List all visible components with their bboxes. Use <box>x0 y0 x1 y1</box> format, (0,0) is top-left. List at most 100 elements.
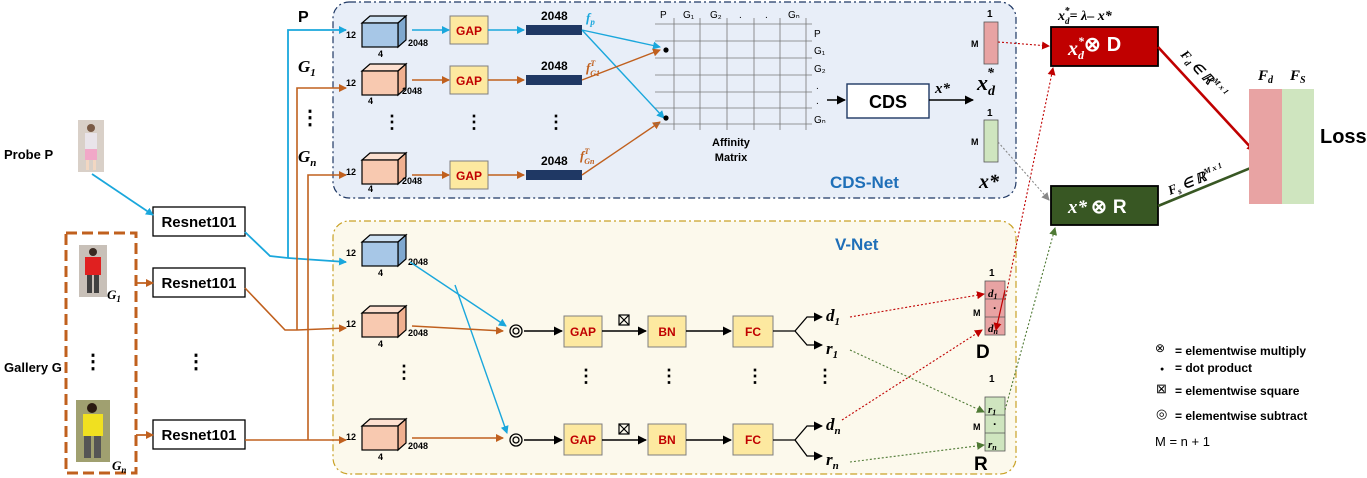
matrix-dot-1 <box>663 47 669 53</box>
matrix-title-1: Affinity <box>712 137 751 149</box>
r-vector-m: M <box>973 422 981 432</box>
gallery-image-n <box>76 400 110 462</box>
rvector-to-greenbox-arrow <box>1004 227 1058 411</box>
cds-tensor-g1 <box>360 62 408 97</box>
cds-box-label: CDS <box>869 92 907 112</box>
legend-symbol-subtract: ◎ <box>1156 406 1167 421</box>
vnet-tensor-g1-h: 12 <box>346 319 356 329</box>
vnet-gap-1 <box>563 315 603 348</box>
feature-label-fp: fp <box>586 10 595 27</box>
vnet-out-vdots: ⋮ <box>816 366 834 386</box>
r1-to-rvector-arrow <box>849 349 985 413</box>
probe-to-cds-arrow <box>287 26 347 258</box>
resnet-vdots: ⋮ <box>186 351 206 373</box>
cds-gap-g1-label: GAP <box>456 74 482 88</box>
resnet-probe <box>152 206 246 237</box>
r-vector-dot: · <box>993 417 997 431</box>
xd-vector-m: M <box>971 39 979 49</box>
cds-tensor-g1-h: 12 <box>346 78 356 88</box>
r1-label: r1 <box>826 339 838 361</box>
cds-tensor-gn <box>360 151 408 186</box>
matrix-row-dot1: . <box>816 81 819 92</box>
d-vector-dot: · <box>993 301 997 315</box>
xstar-vector-m: M <box>971 137 979 147</box>
resnet-g1-label: Resnet101 <box>161 275 236 292</box>
vnet-tensor-gn <box>360 417 408 452</box>
feature-bar-p <box>526 25 582 35</box>
cds-gap-p <box>449 15 489 45</box>
g1-to-cds-arrow <box>296 84 347 330</box>
xd-times-d-box <box>1050 26 1159 67</box>
d1-to-dvector-arrow <box>849 291 985 318</box>
feature-dim-g1: 2048 <box>541 59 568 73</box>
gallery-gn-label: Gn <box>112 458 126 475</box>
loss-label: Loss <box>1320 126 1367 148</box>
g1-trunk <box>244 287 297 331</box>
cds-gap-gn <box>449 160 489 190</box>
probe-trunk <box>244 231 289 259</box>
affinity-matrix <box>655 18 812 130</box>
feature-dim-p: 2048 <box>541 9 568 23</box>
xd-vector-label: xd* <box>976 66 996 99</box>
vnet-tensor-gn-w: 4 <box>378 452 383 462</box>
vnet-bn-1 <box>647 315 687 348</box>
subtract-op-1 <box>509 324 523 338</box>
vnet-fc-n-label: FC <box>745 433 761 447</box>
matrix-title-2: Matrix <box>715 152 748 164</box>
vnet-tensor-p-h: 12 <box>346 248 356 258</box>
square-op-1 <box>618 314 630 326</box>
legend-text-subtract: = elementwise subtract <box>1175 409 1307 423</box>
legend-symbol-square: ⊠ <box>1156 381 1167 396</box>
dvector-inner-arrow <box>993 289 1006 331</box>
vnet-tensor-vdots: ⋮ <box>395 362 413 382</box>
probe-label: Probe P <box>4 147 53 162</box>
fg1-to-matrix-arrow <box>581 48 661 81</box>
gallery-image-1 <box>79 245 107 297</box>
xd-vector <box>983 21 999 65</box>
d-vector-one: 1 <box>989 268 995 279</box>
matrix-col-dot2: . <box>765 10 768 21</box>
branch-p-label: P <box>298 9 309 26</box>
vnet-tensor-g1-c: 2048 <box>408 328 428 338</box>
xstar-times-r-label: x*⊗R <box>1067 197 1127 218</box>
matrix-row-g2: G₂ <box>814 64 826 75</box>
cds-box <box>846 83 930 119</box>
xstar-times-r-box <box>1050 185 1159 226</box>
vnet-tensor-p-w: 4 <box>378 268 383 278</box>
cds-tensor-gn-w: 4 <box>368 184 373 194</box>
legend-symbol-dot: ● <box>1160 366 1164 373</box>
xstar-vector-label: x* <box>978 171 1000 193</box>
vnet-fc-1-label: FC <box>745 325 761 339</box>
vnet-tensor-g1 <box>360 304 408 339</box>
cds-tensor-p-w: 4 <box>378 49 383 59</box>
matrix-row-dot2: . <box>816 96 819 107</box>
fs-bar-label: FS <box>1289 68 1306 86</box>
fc1-to-d1-arrow <box>794 312 823 332</box>
cds-tensor-vdots: ⋮ <box>383 112 401 132</box>
vnet-tensor-g1-w: 4 <box>378 339 383 349</box>
vnet-tensor-gn-c: 2048 <box>408 441 428 451</box>
vnet-fc-vdots: ⋮ <box>746 366 764 386</box>
matrix-col-p: P <box>660 10 667 21</box>
cds-tensor-p-c: 2048 <box>408 38 428 48</box>
vnet-gap-1-label: GAP <box>570 325 596 339</box>
resnet-gn <box>152 419 246 450</box>
matrix-col-gn: Gₙ <box>788 10 800 21</box>
dn-label: dn <box>826 415 841 437</box>
fc1-to-r1-arrow <box>794 330 823 350</box>
vnet-fc-1 <box>732 315 774 348</box>
vnet-tensor-gn-h: 12 <box>346 432 356 442</box>
feature-bar-g1 <box>526 75 582 85</box>
matrix-col-g1: G₁ <box>683 10 695 21</box>
branch-gn-label: Gn <box>298 147 316 169</box>
cds-tensor-g1-w: 4 <box>368 96 373 106</box>
branch-vdots: ⋮ <box>300 107 320 129</box>
branch-g1-label: G1 <box>298 57 316 79</box>
cds-tensor-p <box>360 14 408 49</box>
vnet-tensor-p <box>360 233 408 268</box>
cds-tensor-gn-c: 2048 <box>402 176 422 186</box>
d-vector-m: M <box>973 308 981 318</box>
cds-tensor-gn-h: 12 <box>346 167 356 177</box>
